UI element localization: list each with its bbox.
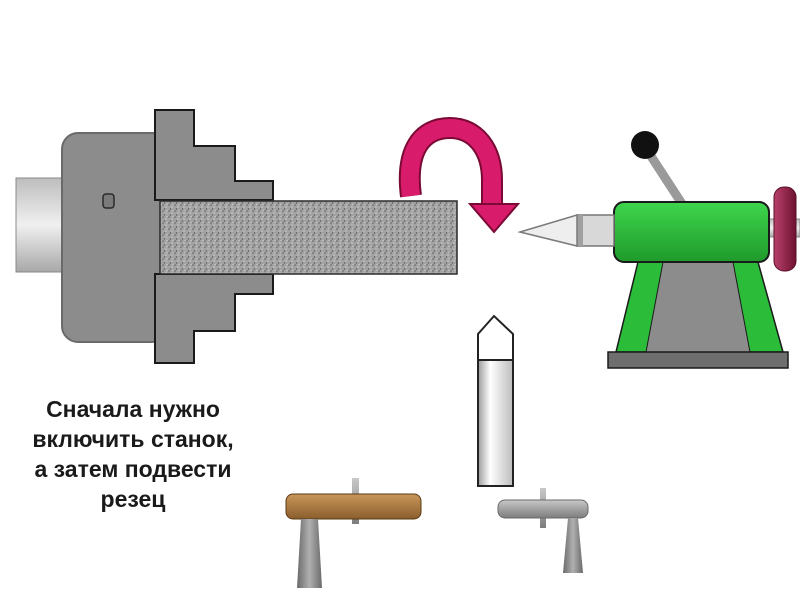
chuck-body [61, 132, 169, 343]
workpiece [159, 200, 458, 275]
tailstock-base [607, 351, 789, 369]
chuck-key-slot [102, 193, 115, 209]
tool-rest-bar [285, 493, 422, 520]
caption-line-3: а затем подвести [34, 456, 232, 482]
tool-rest-wood [285, 478, 422, 588]
handwheel [773, 186, 797, 272]
curved-arrow-icon [398, 116, 521, 234]
tailstock-body [613, 201, 770, 263]
live-center [517, 213, 578, 247]
tool-shank [477, 359, 514, 487]
quill-end [577, 215, 583, 246]
tool-rest-metal [497, 488, 589, 573]
tool-rest-post [297, 519, 322, 588]
lower-jaw [154, 273, 274, 364]
caption-line-1: Сначала нужно [46, 396, 220, 422]
tool-rest-metal-bar [497, 499, 589, 519]
tailstock-stand-center [645, 261, 751, 353]
tool-tip [477, 314, 514, 361]
lathe-chuck [15, 109, 274, 364]
quill [576, 214, 615, 247]
caption-line-2: включить станок, [32, 426, 234, 452]
upper-jaw [154, 109, 274, 201]
caption-line-4: резец [100, 486, 166, 512]
instruction-caption: Сначала нужно включить станок, а затем п… [8, 394, 258, 514]
tailstock [517, 131, 800, 369]
cutting-tool [477, 314, 514, 487]
tool-rest-metal-post [563, 518, 583, 573]
lever-knob [631, 131, 659, 159]
